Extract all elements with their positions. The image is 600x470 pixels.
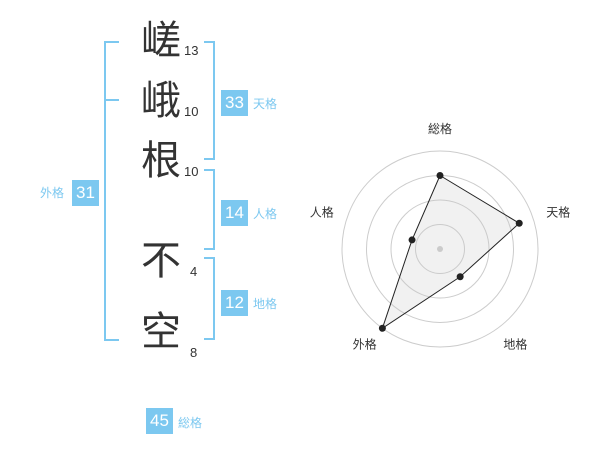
radar-point-2	[515, 219, 523, 227]
radar-axis-label-4: 外格	[353, 336, 377, 351]
radar-point-5	[408, 236, 416, 244]
chikaku-label: 地格	[253, 297, 278, 311]
gaikaku-value: 31	[72, 180, 99, 206]
chikaku-value: 12	[221, 290, 248, 316]
name-char-2: 峨	[141, 78, 181, 124]
name-char-1: 嵯	[141, 18, 181, 64]
soukaku-label: 総格	[178, 416, 203, 430]
radar-point-1	[436, 172, 444, 179]
radar-axis-label-1: 総格	[428, 121, 452, 136]
jinkaku-bracket	[204, 169, 215, 250]
radar-ring-2	[390, 199, 490, 299]
radar-ring-1	[415, 224, 465, 274]
chikaku-bracket	[204, 257, 215, 340]
radar-ring-4	[341, 150, 539, 348]
stroke-count-5: 8	[190, 345, 198, 360]
tenkaku-label: 天格	[253, 97, 278, 111]
radar-axis-label-5: 人格	[310, 205, 334, 220]
gaikaku-bracket	[104, 41, 119, 341]
jinkaku-value: 14	[221, 200, 248, 226]
radar-axis-label-2: 天格	[546, 205, 570, 220]
jinkaku-label: 人格	[253, 207, 278, 221]
stroke-count-3: 10	[184, 164, 199, 179]
stroke-count-4: 4	[190, 264, 198, 279]
radar-axis-label-3: 地格	[503, 336, 527, 351]
stroke-count-1: 13	[184, 43, 199, 58]
radar-point-4	[378, 324, 386, 332]
soukaku-value: 45	[146, 408, 173, 434]
radar-area	[381, 174, 521, 330]
name-char-3: 根	[141, 138, 181, 184]
name-char-5: 空	[141, 309, 181, 355]
gaikaku-label: 外格	[40, 186, 65, 200]
name-char-4: 不	[141, 238, 181, 284]
radar-center	[437, 246, 443, 252]
tenkaku-value: 33	[221, 90, 248, 116]
stroke-count-2: 10	[184, 104, 199, 119]
radar-point-3	[456, 273, 464, 281]
tenkaku-bracket	[204, 41, 215, 160]
